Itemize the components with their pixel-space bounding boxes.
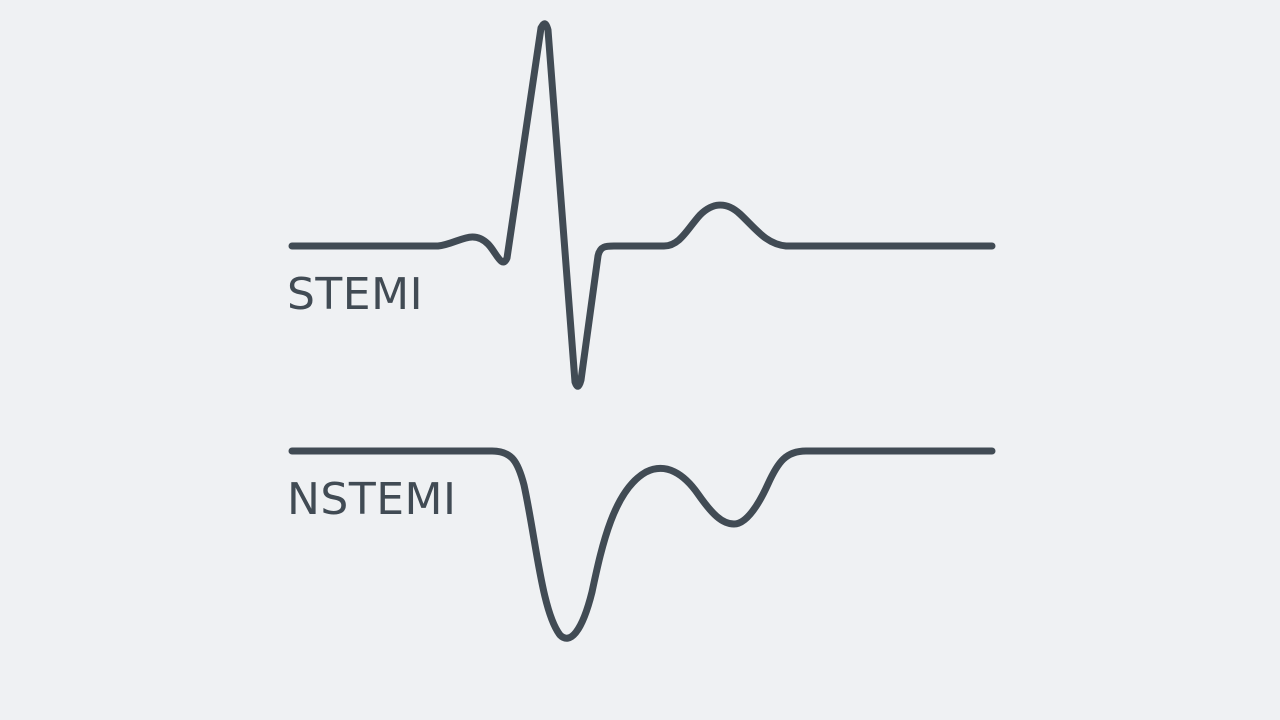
stemi-waveform — [288, 20, 996, 390]
nstemi-waveform — [288, 447, 996, 642]
nstemi-label: NSTEMI — [287, 474, 457, 525]
stemi-label: STEMI — [287, 269, 424, 320]
